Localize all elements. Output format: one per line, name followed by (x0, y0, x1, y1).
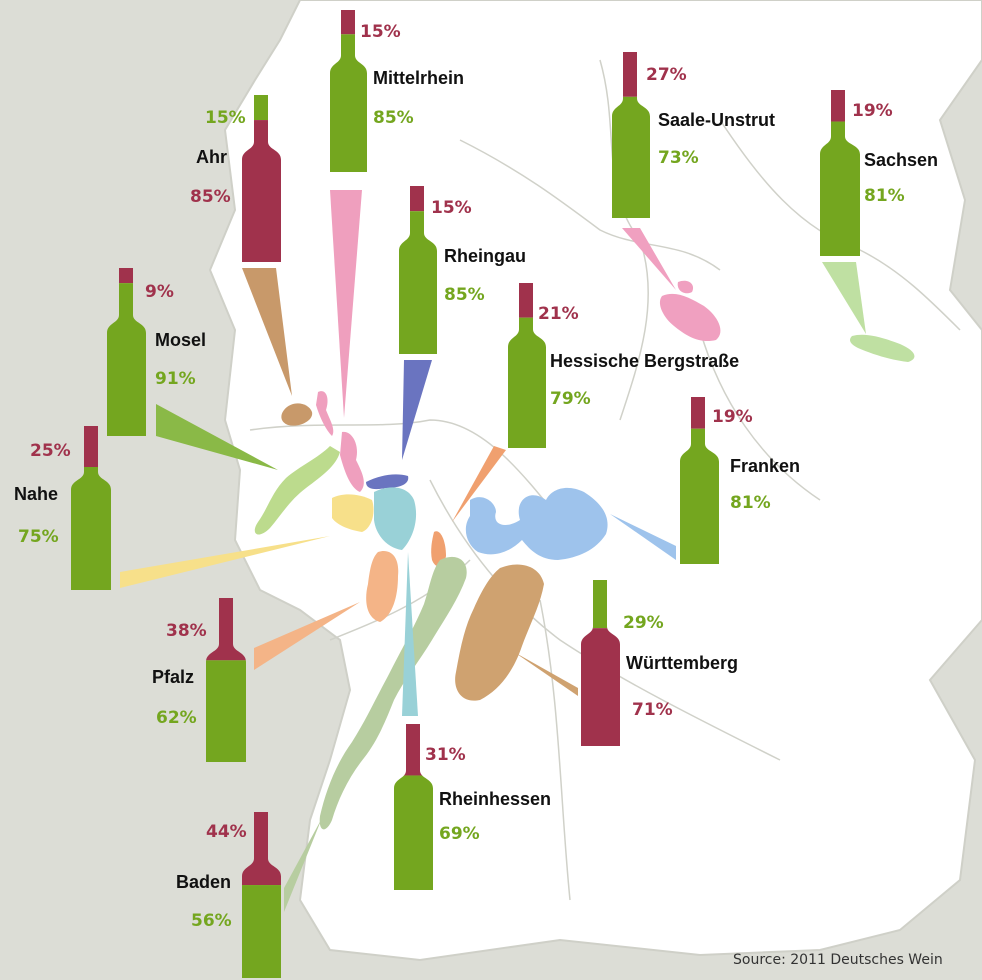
pointers (120, 190, 866, 912)
pointer-sachsen (822, 262, 866, 334)
bottle-mosel-white-segment (107, 283, 146, 436)
region-pfalz (366, 551, 399, 622)
bottle-pfalz-red-segment (206, 598, 246, 661)
label-white-saale-unstrut: 73% (658, 148, 699, 168)
label-white-hessische-bergstrasse: 79% (550, 389, 591, 409)
label-white-franken: 81% (730, 493, 771, 513)
bottle-pfalz-white-segment (206, 660, 246, 762)
pointer-ahr (242, 268, 292, 396)
label-name-hessische-bergstrasse: Hessische Bergstraße (550, 351, 739, 371)
region-mittelrhein-south (340, 431, 364, 492)
bottle-pfalz (206, 598, 246, 762)
region-hessische-bergstrasse (431, 531, 446, 567)
bottle-nahe (71, 426, 111, 590)
label-red-rheinhessen: 31% (425, 745, 466, 765)
pointer-franken (610, 514, 676, 560)
label-white-mosel: 91% (155, 369, 196, 389)
region-franken (465, 487, 608, 560)
pointer-rheingau (402, 360, 432, 460)
label-red-rheingau: 15% (431, 198, 472, 218)
pointer-mosel (156, 404, 278, 470)
label-name-baden: Baden (176, 872, 231, 892)
label-white-baden: 56% (191, 911, 232, 931)
label-name-sachsen: Sachsen (864, 150, 938, 170)
region-baden (319, 556, 467, 830)
label-red-ahr: 85% (190, 187, 231, 207)
pointer-hessische-bergstrasse (452, 446, 506, 522)
label-red-sachsen: 19% (852, 101, 893, 121)
label-white-pfalz: 62% (156, 708, 197, 728)
label-name-nahe: Nahe (14, 484, 58, 504)
pointer-saale-unstrut (622, 228, 676, 290)
pointer-baden (284, 818, 322, 912)
region-rheinhessen (374, 487, 417, 550)
bottles (71, 10, 860, 978)
label-red-mittelrhein: 15% (360, 22, 401, 42)
label-name-rheingau: Rheingau (444, 246, 526, 266)
bottle-wurttemberg-red-segment (581, 628, 620, 746)
pointer-rheinhessen (402, 552, 418, 716)
label-white-rheinhessen: 69% (439, 824, 480, 844)
label-name-rheinhessen: Rheinhessen (439, 789, 551, 809)
label-white-wurttemberg: 29% (623, 613, 664, 633)
pointer-nahe (120, 536, 330, 588)
label-red-baden: 44% (206, 822, 247, 842)
bottle-nahe-red-segment (71, 426, 111, 467)
label-red-hessische-bergstrasse: 21% (538, 304, 579, 324)
region-nahe (332, 494, 374, 532)
label-white-sachsen: 81% (864, 186, 905, 206)
label-red-franken: 19% (712, 407, 753, 427)
region-wurttemberg (455, 564, 544, 701)
region-ahr (281, 403, 313, 426)
label-name-ahr: Ahr (196, 147, 227, 167)
label-white-nahe: 75% (18, 527, 59, 547)
bottle-mosel (107, 268, 146, 436)
pointer-pfalz (254, 602, 360, 670)
region-rheingau (366, 474, 409, 490)
wine-regions (254, 280, 915, 830)
label-name-wurttemberg: Württemberg (626, 653, 738, 673)
label-red-saale-unstrut: 27% (646, 65, 687, 85)
region-sachsen (850, 334, 915, 362)
label-name-mosel: Mosel (155, 330, 206, 350)
pointer-wurttemberg (514, 652, 578, 696)
bottle-nahe-white-segment (71, 467, 111, 590)
region-mittelrhein (316, 391, 334, 436)
labels: 15% Mittelrhein 85% 15% Ahr 85% 27% Saal… (14, 22, 938, 931)
germany-map (208, 0, 982, 962)
label-red-pfalz: 38% (166, 621, 207, 641)
pointer-mittelrhein (330, 190, 362, 418)
bottle-mosel-red-segment (107, 268, 146, 284)
region-mosel (254, 446, 340, 535)
bottle-rheinhessen-white-segment (394, 775, 433, 890)
source-note: Source: 2011 Deutsches Wein (733, 952, 943, 968)
region-saale-unstrut-north (677, 280, 694, 294)
region-saale-unstrut (659, 293, 721, 342)
bottle-hessische-bergstrasse-white-segment (508, 317, 546, 448)
label-red-wurttemberg: 71% (632, 700, 673, 720)
label-name-mittelrhein: Mittelrhein (373, 68, 464, 88)
label-white-rheingau: 85% (444, 285, 485, 305)
label-white-mittelrhein: 85% (373, 108, 414, 128)
label-red-mosel: 9% (145, 282, 174, 302)
label-name-pfalz: Pfalz (152, 667, 194, 687)
label-name-saale-unstrut: Saale-Unstrut (658, 110, 775, 130)
bottle-saale-unstrut-white-segment (612, 96, 650, 218)
label-red-nahe: 25% (30, 441, 71, 461)
bottle-baden-white-segment (242, 885, 281, 978)
label-white-ahr: 15% (205, 108, 246, 128)
label-name-franken: Franken (730, 456, 800, 476)
